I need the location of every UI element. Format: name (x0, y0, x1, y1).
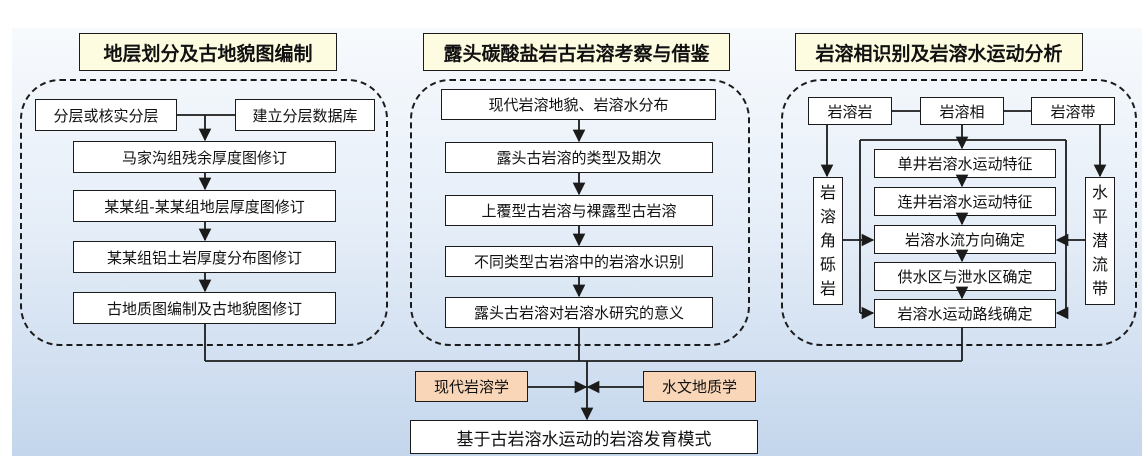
box-karst-zone: 岩溶带 (1031, 97, 1115, 125)
phreatic-zone-char: 带 (1091, 279, 1108, 298)
box-karst-rock: 岩溶岩 (808, 97, 892, 125)
phreatic-zone-char: 平 (1091, 207, 1108, 226)
right-panel-container (781, 79, 1137, 346)
middle-panel-container (410, 79, 750, 346)
box-karst-breccia: 岩 溶 角 砾 岩 (813, 177, 843, 305)
phreatic-zone-char: 流 (1091, 255, 1108, 274)
box-karst-facies: 岩溶相 (920, 97, 1004, 125)
left-step-3: 某某组铝土岩厚度分布图修订 (73, 241, 336, 273)
middle-step-2: 露头古岩溶的类型及期次 (445, 142, 713, 173)
box-final-karst-model: 基于古岩溶水运动的岩溶发育模式 (410, 420, 758, 454)
right-step-5: 岩溶水运动路线确定 (874, 299, 1056, 328)
right-step-4: 供水区与泄水区确定 (874, 262, 1056, 291)
left-panel-title: 地层划分及古地貌图编制 (79, 33, 337, 71)
karst-breccia-char: 砾 (819, 255, 836, 274)
left-step-1: 马家沟组残余厚度图修订 (73, 141, 336, 173)
middle-step-5: 露头古岩溶对岩溶水研究的意义 (445, 297, 713, 328)
right-step-1: 单井岩溶水运动特征 (874, 149, 1056, 178)
box-modern-karstology: 现代岩溶学 (415, 371, 528, 402)
karst-breccia-char: 角 (819, 231, 836, 250)
phreatic-zone-char: 潜 (1091, 231, 1108, 250)
karst-breccia-char: 溶 (819, 207, 836, 226)
box-layer-database: 建立分层数据库 (235, 99, 375, 131)
right-step-2: 连井岩溶水运动特征 (874, 187, 1056, 216)
middle-panel-title: 露头碳酸盐岩古岩溶考察与借鉴 (423, 33, 730, 71)
right-step-3: 岩溶水流方向确定 (874, 225, 1056, 254)
box-horizontal-phreatic-zone: 水 平 潜 流 带 (1085, 177, 1115, 305)
phreatic-zone-char: 水 (1091, 183, 1108, 202)
middle-step-3: 上覆型古岩溶与裸露型古岩溶 (445, 195, 713, 226)
left-panel-container (20, 79, 388, 346)
box-split-layers: 分层或核实分层 (35, 99, 177, 131)
right-panel-title: 岩溶相识别及岩溶水运动分析 (795, 33, 1083, 71)
middle-step-4: 不同类型古岩溶中的岩溶水识别 (445, 246, 713, 277)
box-hydrogeology: 水文地质学 (643, 371, 756, 402)
middle-step-1: 现代岩溶地貌、岩溶水分布 (441, 89, 716, 120)
left-step-4: 古地质图编制及古地貌图修订 (73, 292, 336, 324)
karst-breccia-char: 岩 (819, 279, 836, 298)
karst-breccia-char: 岩 (819, 183, 836, 202)
left-step-2: 某某组-某某组地层厚度图修订 (73, 190, 336, 222)
